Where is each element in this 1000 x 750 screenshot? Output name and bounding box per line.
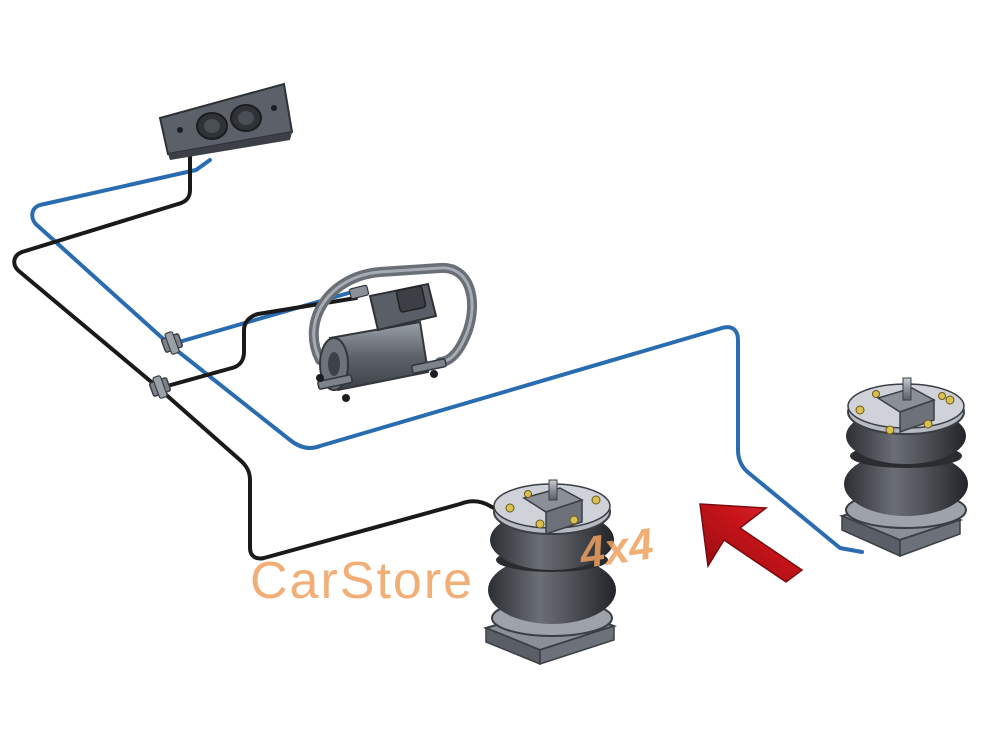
- watermark-logo: CarStore 4x4: [250, 519, 656, 610]
- watermark-brand: CarStore: [250, 552, 474, 610]
- tee-fitting-black: [148, 375, 172, 399]
- air-compressor-icon: [308, 263, 478, 402]
- air-spring-left-icon: [482, 479, 618, 666]
- black-air-line-compressor: [158, 296, 358, 390]
- blue-air-line: [30, 158, 864, 554]
- tee-fitting-blue: [160, 331, 184, 355]
- air-spring-right-icon: [838, 377, 968, 558]
- watermark-suffix: 4x4: [576, 519, 657, 578]
- dual-gauge-panel-icon: [158, 82, 294, 160]
- black-air-line: [12, 148, 508, 561]
- air-lines: [12, 148, 864, 561]
- direction-arrow-icon: [699, 503, 804, 583]
